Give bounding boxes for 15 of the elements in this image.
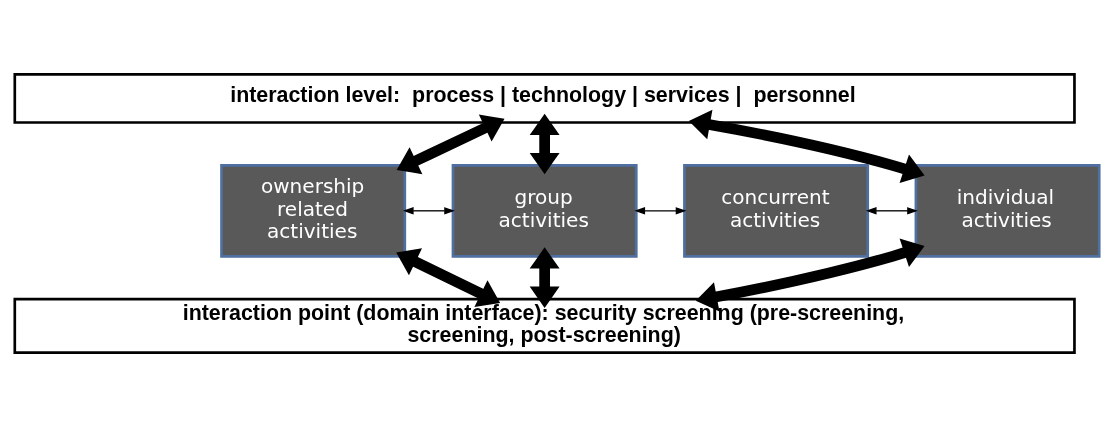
arrow xyxy=(396,113,505,174)
arrow xyxy=(688,109,925,183)
node-box: group activities xyxy=(451,163,638,258)
node-box: interaction point (domain interface): security screening (pre-screening, screening, post-screening) xyxy=(13,297,1076,354)
arrow xyxy=(865,206,918,215)
node-box: interaction level: process | technology | services | personnel xyxy=(13,72,1076,124)
arrow xyxy=(529,246,560,308)
node-box: ownership related activities xyxy=(220,163,407,258)
arrow xyxy=(396,247,501,307)
node-box: concurrent activities xyxy=(683,163,870,258)
arrow xyxy=(529,113,560,174)
node-box: individual activities xyxy=(914,163,1101,258)
arrow xyxy=(402,206,455,215)
arrow xyxy=(695,238,925,312)
arrow xyxy=(634,206,687,215)
